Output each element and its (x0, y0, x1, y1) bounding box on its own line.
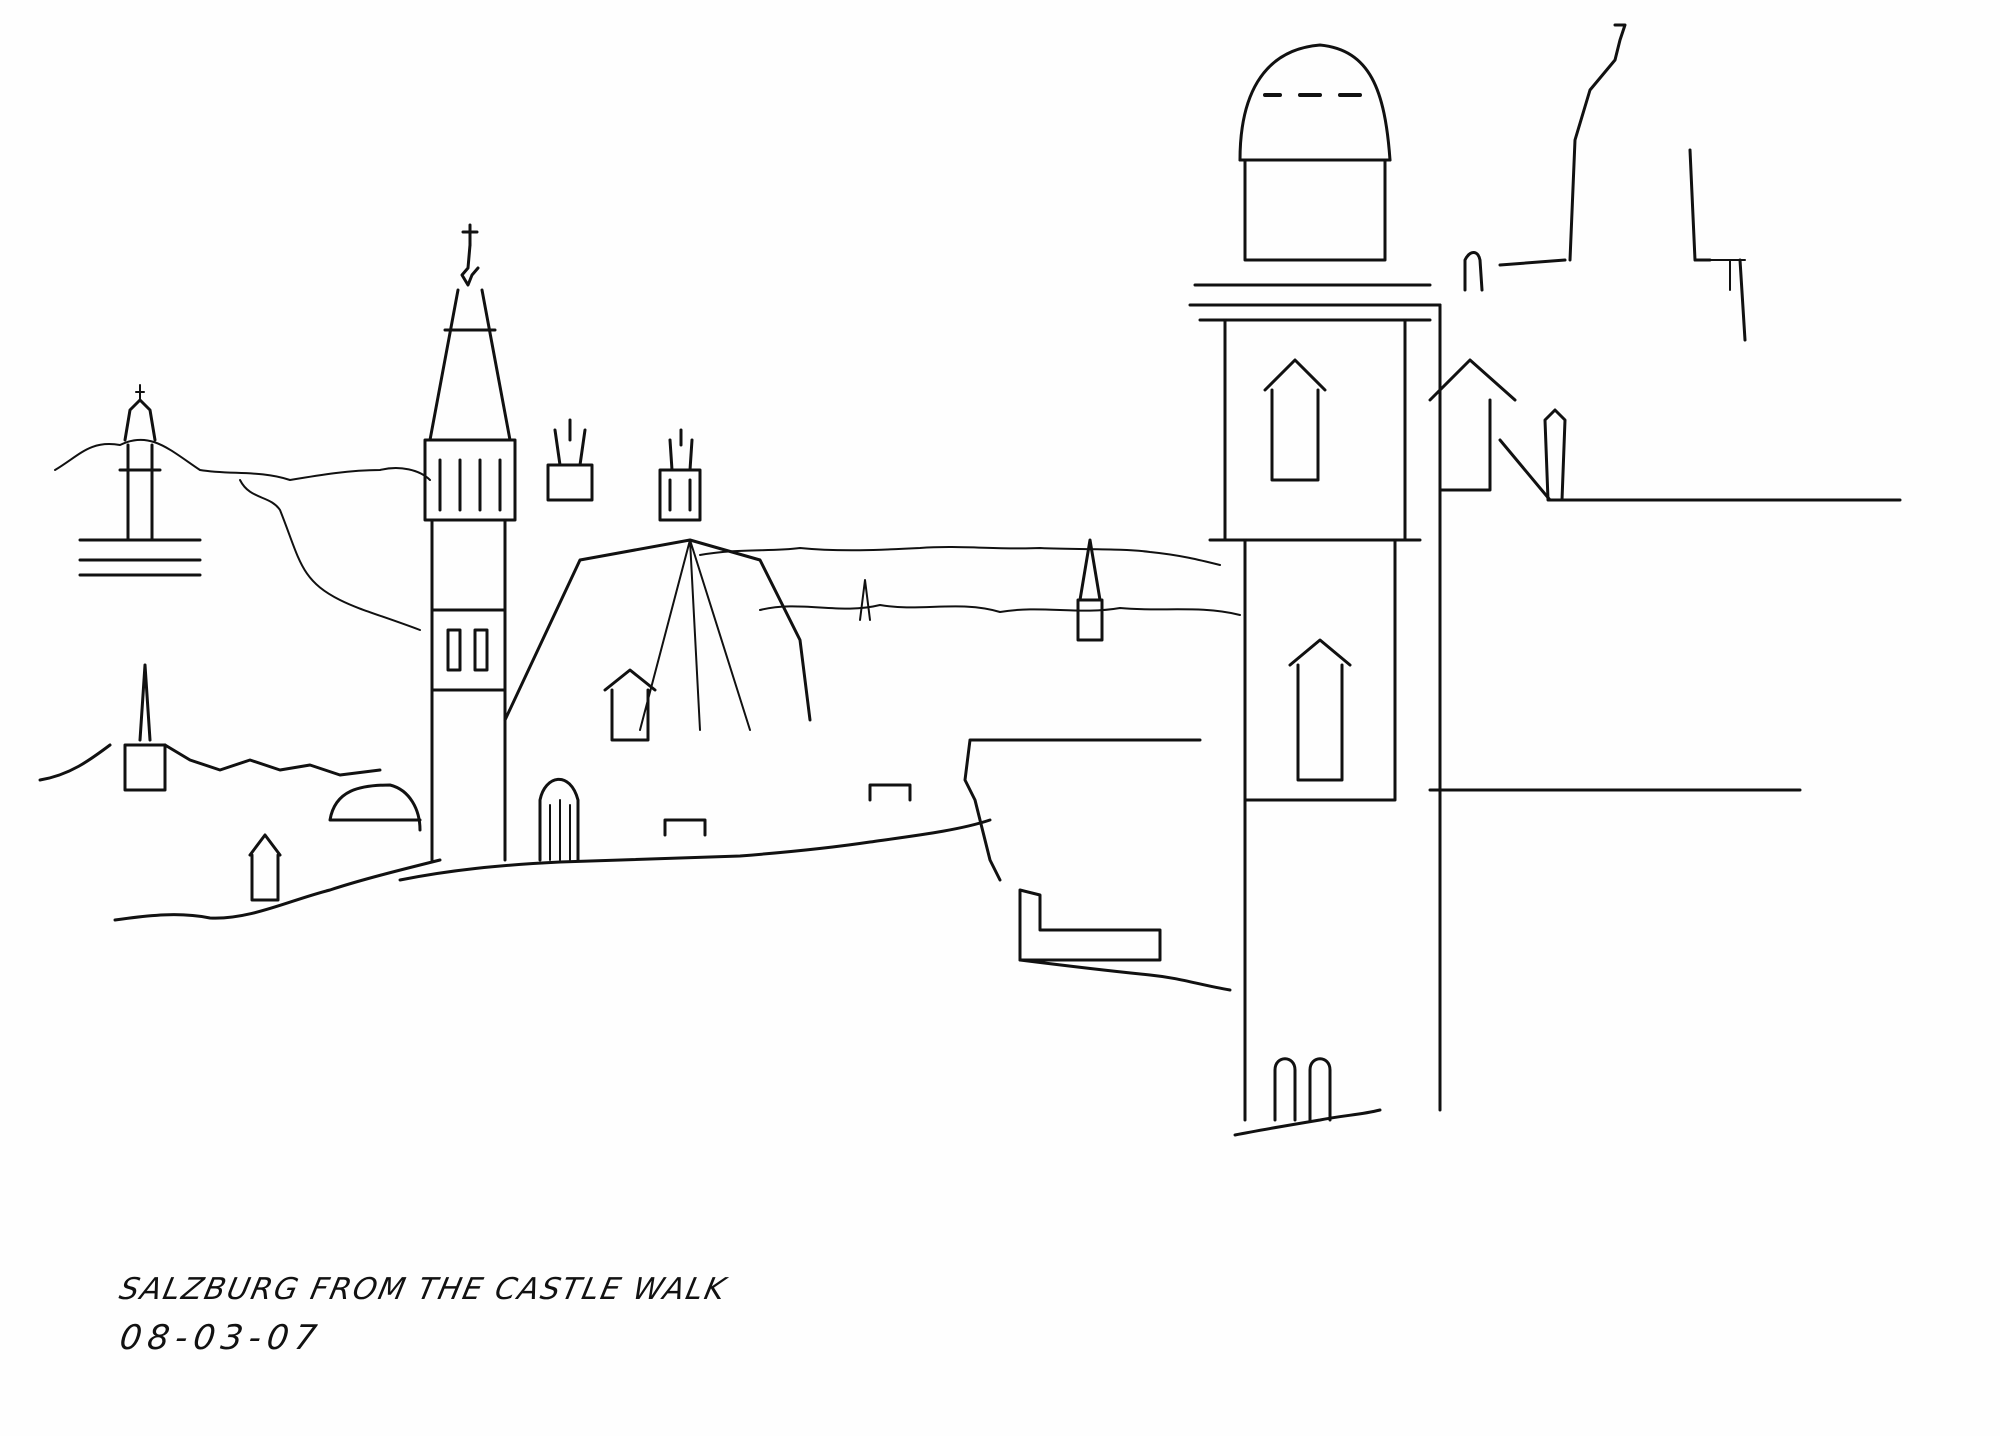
sketch-title: SALZBURG FROM THE CASTLE WALK (116, 1272, 731, 1307)
small-spire-mid (1076, 538, 1104, 642)
left-spire-small (123, 663, 167, 792)
spire-tower-body (430, 518, 507, 862)
main-tower-cornice (1188, 283, 1442, 322)
foreground-rooftops-center (398, 818, 992, 882)
bell-tower-right-of-spire (658, 428, 702, 522)
distant-ridge-mid (699, 546, 1221, 566)
spire-main (428, 288, 512, 442)
right-wing-statue (1543, 408, 1567, 502)
foreground-lower-wall (1018, 958, 1232, 992)
main-tower-belfry (1208, 318, 1422, 542)
main-tower-base-line (1233, 1108, 1382, 1137)
cupola-tower-mid (546, 418, 594, 502)
left-ground-line (113, 858, 442, 922)
main-tower-base-arches (1273, 1057, 1332, 1122)
distant-rooftops-mid (759, 604, 1241, 616)
spire-window (446, 628, 462, 672)
main-tower-lower-window (1288, 638, 1352, 782)
fortress-hook (1568, 23, 1627, 262)
main-tower-drum (1238, 158, 1392, 262)
hill-wall-left (78, 538, 202, 577)
right-wing-pediment (1428, 358, 1517, 492)
chimney-small-1 (663, 818, 707, 837)
left-roofs (38, 743, 382, 782)
main-tower-shaft (1243, 538, 1397, 1122)
small-spire-mid-2 (859, 579, 871, 621)
large-roof-ridge-lines (639, 539, 751, 731)
main-tower-belfry-window (1263, 358, 1327, 482)
fortress-wall-step (1498, 148, 1747, 342)
right-wing-wall (1428, 303, 1802, 1112)
left-dome (328, 783, 422, 832)
distant-trees-mid (239, 479, 421, 631)
main-tower-dome (1238, 43, 1392, 162)
central-gate (538, 777, 580, 862)
spire-window-2 (473, 628, 489, 672)
spire-belfry (423, 438, 517, 522)
right-wing-roof-statue (1463, 251, 1484, 292)
right-wing-roofline (1498, 438, 1902, 502)
foreground-step-building (1018, 888, 1162, 962)
fortress-mark (1709, 259, 1746, 291)
large-roof (503, 538, 812, 722)
spire-cross (461, 223, 479, 247)
distant-hills-left (54, 438, 431, 481)
chimney-small-2 (868, 783, 912, 802)
hill-tower-left (118, 398, 162, 542)
central-gate-bars (549, 799, 571, 861)
hill-tower-finial (135, 384, 145, 401)
spire-tip (460, 243, 480, 287)
dormer-left (603, 668, 657, 742)
left-lantern (248, 833, 282, 902)
sketch-date: 08-03-07 (117, 1318, 326, 1358)
foreground-building-right-edge (963, 738, 1202, 882)
